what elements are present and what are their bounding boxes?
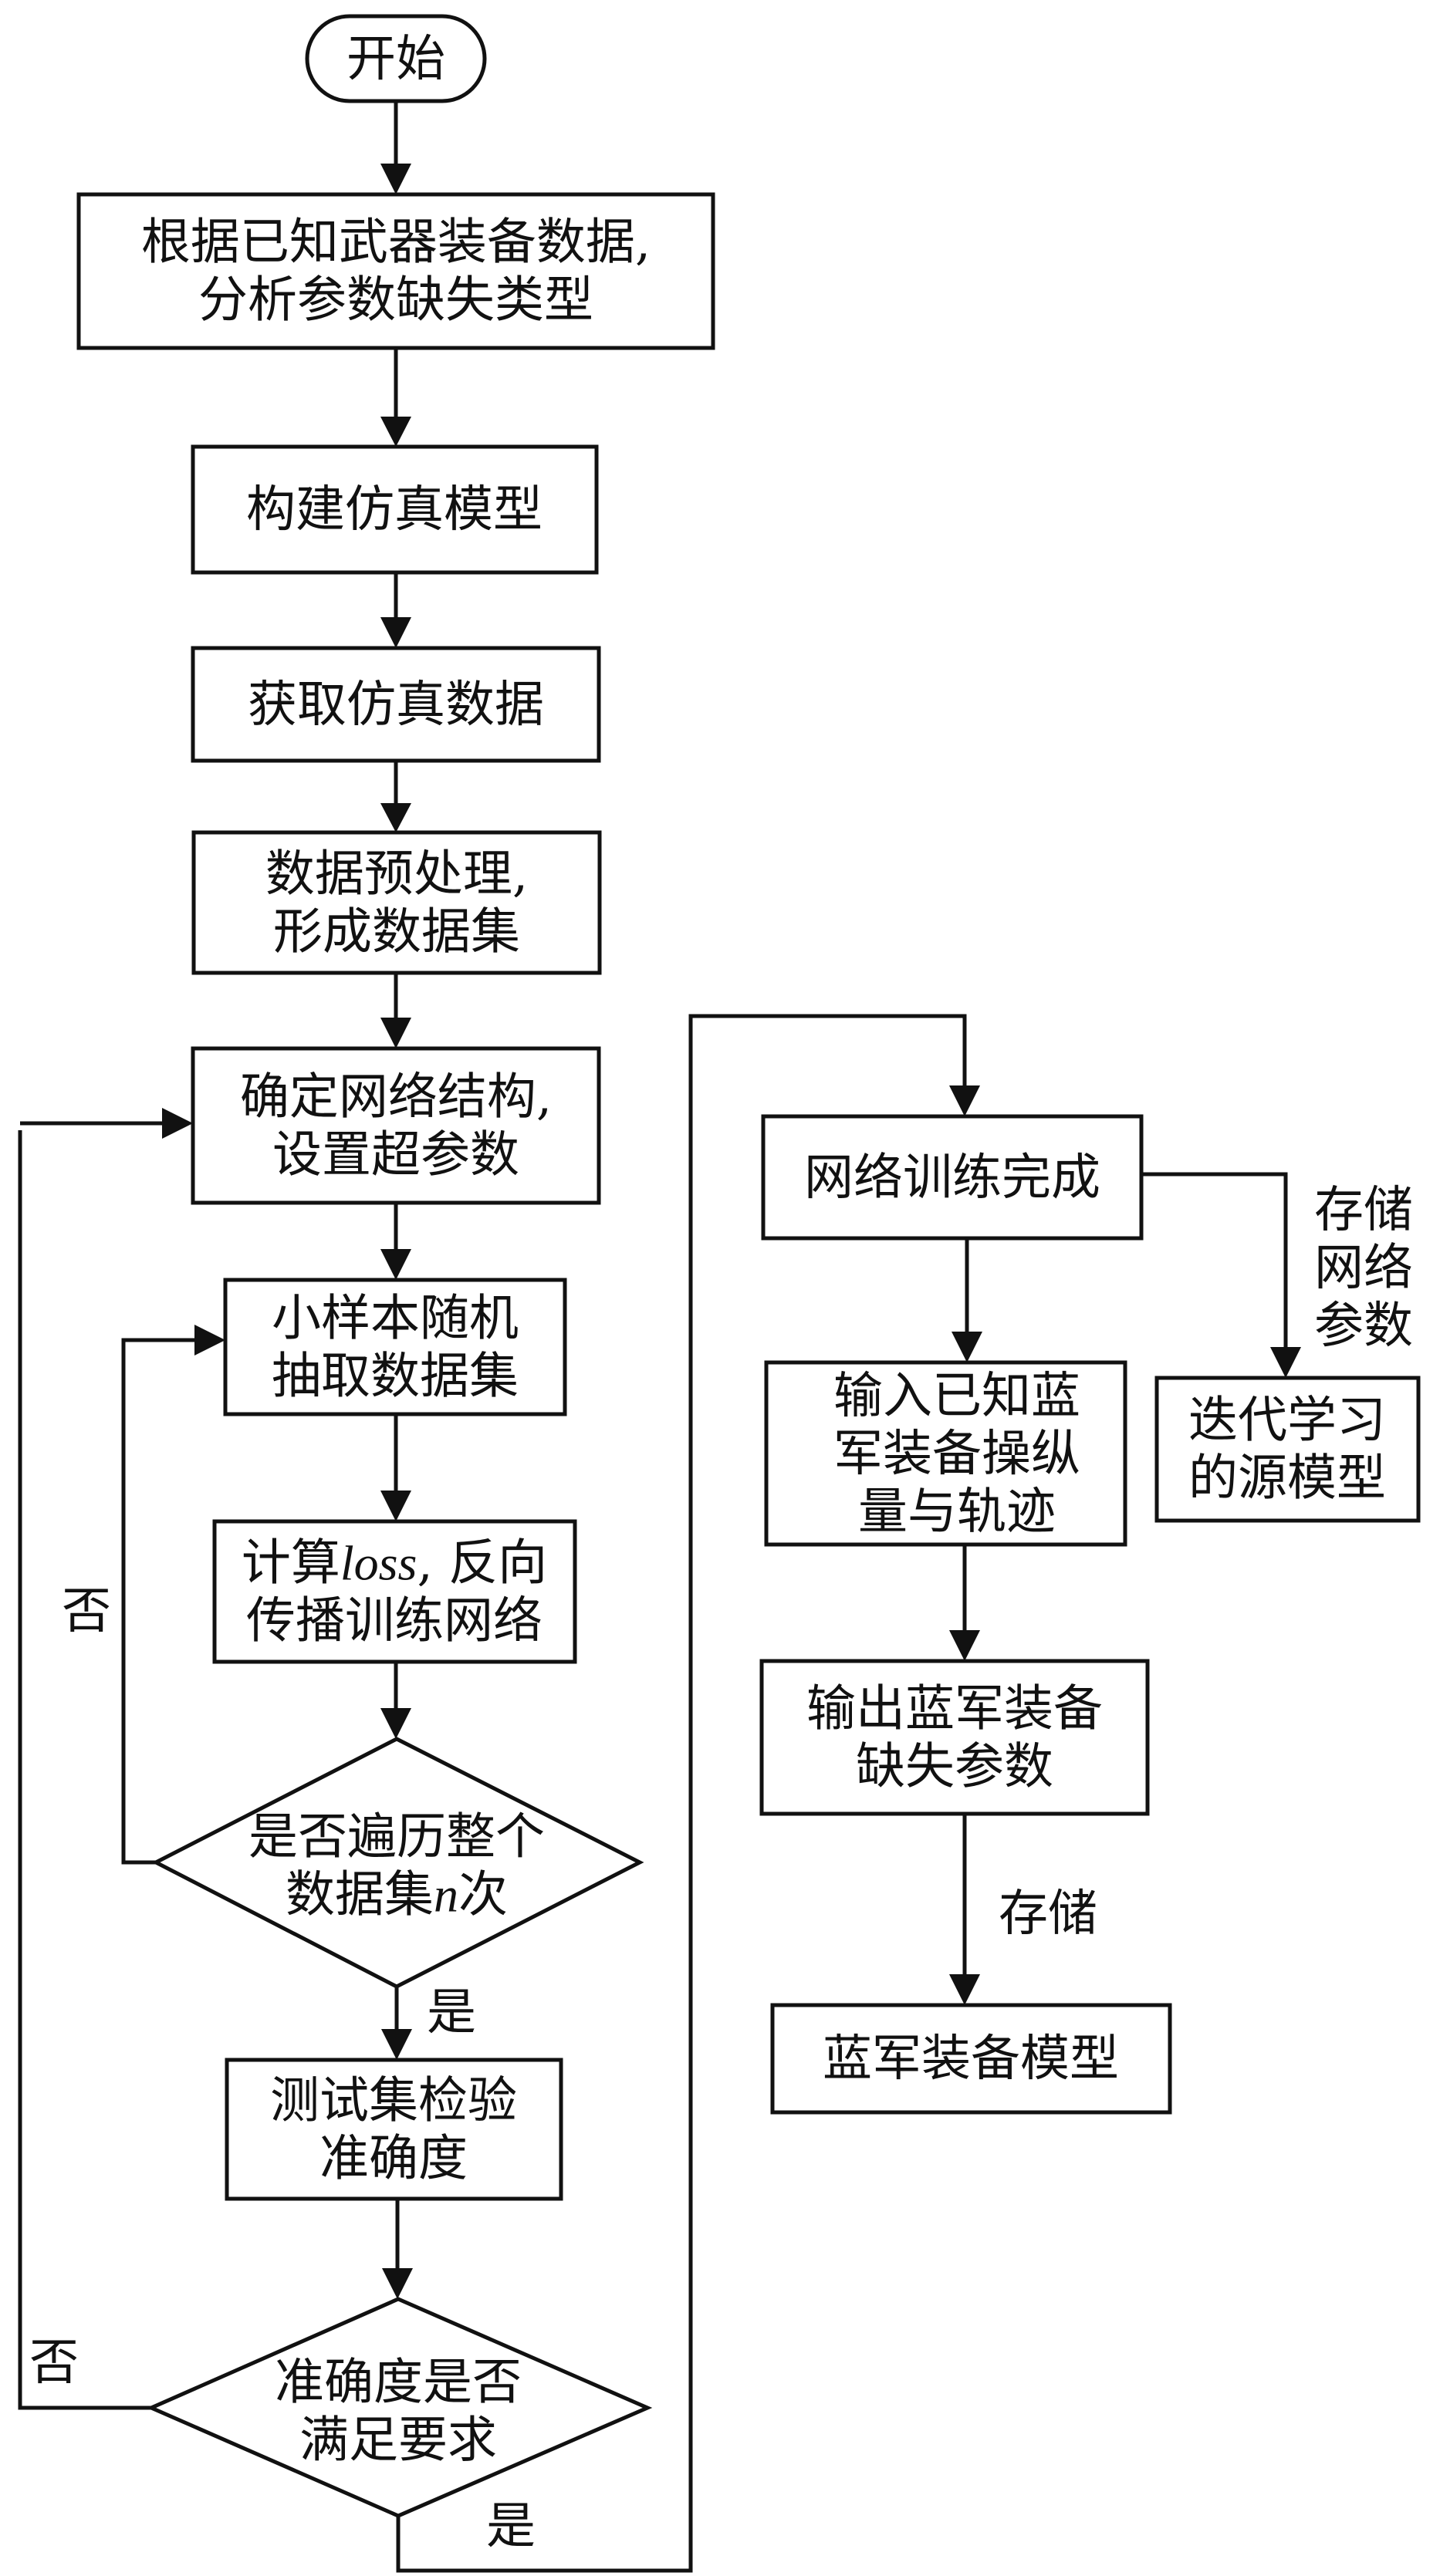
svg-text:计算loss, 反向传播训练网络: 计算loss, 反向传播训练网络 bbox=[242, 1535, 547, 1650]
svg-text:输出蓝军装备缺失参数: 输出蓝军装备缺失参数 bbox=[806, 1681, 1103, 1796]
source-model-line: 的源模型 bbox=[1188, 1450, 1386, 1507]
arrowhead-icon bbox=[380, 1018, 411, 1048]
edge-traversed-no-loop bbox=[121, 1338, 196, 1865]
arrowhead-icon bbox=[949, 1085, 980, 1116]
node-sample-batch: 小样本随机抽取数据集 bbox=[223, 1278, 567, 1416]
arrowhead-icon bbox=[949, 1630, 980, 1661]
arrowhead-icon bbox=[380, 1708, 411, 1739]
svg-text:准确度是否满足要求: 准确度是否满足要求 bbox=[275, 2355, 522, 2470]
compute-loss-line: 计算loss, 反向 bbox=[242, 1535, 547, 1592]
node-build-model: 构建仿真模型 bbox=[191, 444, 599, 575]
arrowhead-icon bbox=[380, 1491, 411, 1521]
svg-text:确定网络结构,设置超参数: 确定网络结构,设置超参数 bbox=[240, 1069, 552, 1184]
arrowhead-icon bbox=[380, 164, 411, 194]
start-line: 开始 bbox=[346, 31, 445, 88]
arrowhead-icon bbox=[381, 2029, 412, 2060]
italic-term: n bbox=[434, 1868, 458, 1923]
blue-model-line: 蓝军装备模型 bbox=[823, 2031, 1119, 2088]
arrowhead-icon bbox=[949, 1974, 980, 2005]
preprocess-line: 数据预处理, bbox=[265, 846, 528, 903]
sample-batch-line: 抽取数据集 bbox=[272, 1349, 519, 1406]
accuracy-check-line: 满足要求 bbox=[299, 2412, 497, 2470]
training-done-line: 网络训练完成 bbox=[804, 1150, 1100, 1207]
svg-text:根据已知武器装备数据,分析参数缺失类型: 根据已知武器装备数据,分析参数缺失类型 bbox=[141, 214, 651, 329]
arrowhead-icon bbox=[952, 1332, 982, 1362]
node-source-model: 迭代学习的源模型 bbox=[1154, 1376, 1421, 1523]
label-no-inner-loop: 否 bbox=[62, 1583, 111, 1640]
sample-batch-line: 小样本随机 bbox=[272, 1291, 519, 1348]
arrowhead-icon bbox=[162, 1108, 193, 1139]
input-known-line: 输入已知蓝 bbox=[833, 1368, 1080, 1425]
label-store-params-1: 存储 bbox=[1314, 1182, 1413, 1239]
arrowhead-icon bbox=[382, 2268, 413, 2299]
input-known-line: 军装备操纵 bbox=[833, 1426, 1080, 1483]
label-store-params-2: 网络 bbox=[1314, 1240, 1413, 1297]
node-start: 开始 bbox=[305, 14, 487, 103]
edge-accuracy-no-loop bbox=[18, 1130, 151, 2410]
compute-loss-line: 传播训练网络 bbox=[246, 1593, 543, 1650]
node-define-network: 确定网络结构,设置超参数 bbox=[191, 1046, 601, 1205]
node-output-params: 输出蓝军装备缺失参数 bbox=[759, 1659, 1150, 1816]
node-compute-loss: 计算loss, 反向传播训练网络 bbox=[212, 1519, 577, 1664]
source-model-line: 迭代学习 bbox=[1188, 1393, 1386, 1450]
label-no-outer-loop: 否 bbox=[29, 2335, 79, 2392]
svg-text:获取仿真数据: 获取仿真数据 bbox=[248, 677, 544, 734]
test-accuracy-line: 准确度 bbox=[319, 2131, 468, 2188]
svg-text:小样本随机抽取数据集: 小样本随机抽取数据集 bbox=[272, 1291, 519, 1406]
arrowhead-icon bbox=[380, 617, 411, 648]
output-params-line: 输出蓝军装备 bbox=[806, 1681, 1103, 1738]
node-traversed-check: 是否遍历整个数据集n次 bbox=[151, 1737, 644, 1989]
label-yes-inner: 是 bbox=[427, 1984, 476, 2041]
svg-text:数据预处理,形成数据集: 数据预处理,形成数据集 bbox=[265, 846, 528, 961]
node-accuracy-check: 准确度是否满足要求 bbox=[146, 2297, 653, 2518]
test-accuracy-line: 测试集检验 bbox=[270, 2073, 517, 2130]
analyze-line: 根据已知武器装备数据, bbox=[141, 214, 651, 272]
traversed-check-line: 是否遍历整个 bbox=[248, 1809, 545, 1866]
label-yes-outer: 是 bbox=[486, 2498, 536, 2555]
arrowhead-icon bbox=[380, 803, 411, 832]
svg-text:网络训练完成: 网络训练完成 bbox=[804, 1150, 1100, 1207]
input-known-line: 量与轨迹 bbox=[858, 1484, 1056, 1541]
get-sim-data-line: 获取仿真数据 bbox=[248, 677, 544, 734]
italic-term: loss bbox=[340, 1536, 417, 1591]
arrowhead-icon bbox=[1270, 1347, 1301, 1378]
define-network-line: 设置超参数 bbox=[272, 1127, 519, 1184]
svg-text:构建仿真模型: 构建仿真模型 bbox=[246, 481, 543, 538]
svg-text:开始: 开始 bbox=[346, 31, 445, 88]
svg-text:输入已知蓝军装备操纵量与轨迹: 输入已知蓝军装备操纵量与轨迹 bbox=[833, 1368, 1080, 1541]
svg-text:迭代学习的源模型: 迭代学习的源模型 bbox=[1188, 1393, 1386, 1507]
edge-accuracy-yes-connector bbox=[396, 1014, 967, 2573]
node-input-known: 输入已知蓝军装备操纵量与轨迹 bbox=[764, 1360, 1127, 1547]
node-analyze: 根据已知武器装备数据,分析参数缺失类型 bbox=[76, 192, 715, 350]
node-training-done: 网络训练完成 bbox=[761, 1114, 1144, 1241]
label-store: 存储 bbox=[999, 1886, 1097, 1943]
node-test-accuracy: 测试集检验准确度 bbox=[225, 2058, 563, 2201]
output-params-line: 缺失参数 bbox=[856, 1739, 1053, 1796]
build-model-line: 构建仿真模型 bbox=[246, 481, 543, 538]
arrowhead-icon bbox=[380, 417, 411, 447]
accuracy-check-line: 准确度是否 bbox=[275, 2355, 522, 2412]
node-blue-model: 蓝军装备模型 bbox=[770, 2003, 1172, 2115]
node-get-sim-data: 获取仿真数据 bbox=[191, 646, 601, 763]
traversed-check-line: 数据集n次 bbox=[286, 1867, 508, 1924]
svg-text:是否遍历整个数据集n次: 是否遍历整个数据集n次 bbox=[248, 1809, 545, 1924]
svg-text:蓝军装备模型: 蓝军装备模型 bbox=[823, 2031, 1119, 2088]
arrowhead-icon bbox=[380, 1249, 411, 1280]
analyze-line: 分析参数缺失类型 bbox=[198, 272, 593, 329]
edge-training-done-to-source-model bbox=[1141, 1172, 1288, 1349]
node-preprocess: 数据预处理,形成数据集 bbox=[191, 830, 602, 975]
svg-text:测试集检验准确度: 测试集检验准确度 bbox=[270, 2073, 517, 2188]
define-network-line: 确定网络结构, bbox=[240, 1069, 552, 1126]
label-store-params-3: 参数 bbox=[1314, 1298, 1413, 1355]
arrowhead-icon bbox=[194, 1325, 225, 1356]
preprocess-line: 形成数据集 bbox=[273, 904, 520, 961]
